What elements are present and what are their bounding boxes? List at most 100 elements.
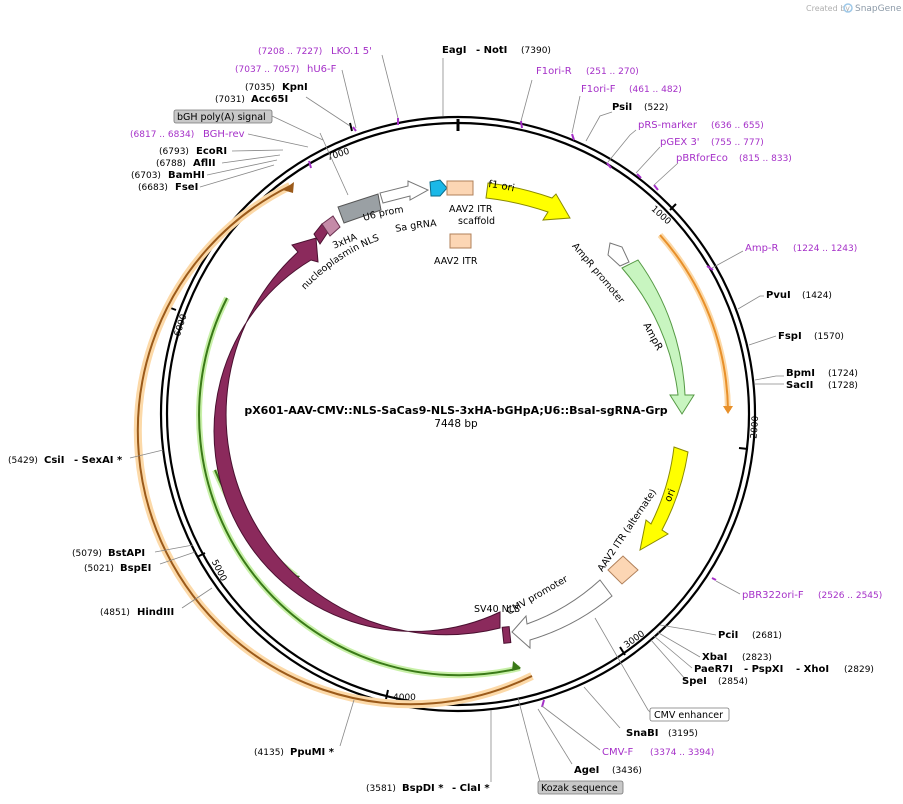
site-ecori-pos: (6793) <box>159 147 189 157</box>
site-bamhi-pos: (6703) <box>131 171 161 181</box>
feature-ampr-promoter[interactable] <box>607 242 630 267</box>
primer-prs-marker-range: (636 .. 655) <box>711 121 764 131</box>
site-agei-pos: (3436) <box>612 766 642 776</box>
site-bstapi[interactable]: BstAPI <box>108 548 145 559</box>
site-pcii[interactable]: PciI <box>718 630 738 641</box>
feature-aav2-itr-top[interactable] <box>446 180 474 196</box>
primer-prs-marker[interactable]: pRS-marker <box>638 120 698 131</box>
site-paer7i[interactable]: PaeR7I <box>694 664 733 675</box>
site-bpmi-pos: (1724) <box>828 369 858 379</box>
feature-bgh-polya[interactable] <box>337 193 382 224</box>
site-kpni[interactable]: KpnI <box>282 82 308 93</box>
site-csii[interactable]: CsiI <box>44 455 64 466</box>
snapgene-app-name: SnapGene <box>855 4 902 14</box>
kozak-label: Kozak sequence <box>541 783 618 794</box>
site-xbai-pos: (2823) <box>742 653 772 663</box>
site-acc65i[interactable]: Acc65I <box>251 94 288 105</box>
site-xhoi[interactable]: - XhoI <box>796 664 829 675</box>
site-xhoi-pos: (2829) <box>844 665 874 675</box>
site-eagi[interactable]: EagI <box>442 45 466 56</box>
site-bspei[interactable]: BspEI <box>120 563 151 574</box>
site-fsei[interactable]: FseI <box>175 182 198 193</box>
feature-u6-promoter[interactable] <box>379 180 430 204</box>
site-aflii[interactable]: AflII <box>193 158 216 169</box>
primer-f1ori-f[interactable]: F1ori-F <box>581 84 616 95</box>
primer-amp-r[interactable]: Amp-R <box>745 243 779 254</box>
site-noti[interactable]: - NotI <box>476 45 507 56</box>
site-fspi[interactable]: FspI <box>778 331 802 342</box>
feature-sv40-nls[interactable] <box>501 626 512 644</box>
aav2-itr-scaffold-tail: scaffold <box>458 216 495 227</box>
primer-pbrforeco[interactable]: pBRforEco <box>676 153 728 164</box>
site-fsei-pos: (6683) <box>138 183 168 193</box>
backbone-outer-ring <box>159 115 757 713</box>
feature-bsai-cyan[interactable] <box>429 179 448 197</box>
feature-ampr[interactable] <box>621 259 695 415</box>
site-pvui[interactable]: PvuI <box>766 290 791 301</box>
aav2-itr-inner-label: AAV2 ITR <box>434 256 478 267</box>
feature-cmv-promoter[interactable] <box>511 579 613 650</box>
primer-hu6-f[interactable]: hU6-F <box>307 64 337 75</box>
plasmid-size: 7448 bp <box>434 418 478 430</box>
site-spei[interactable]: SpeI <box>682 676 707 687</box>
labels-right: EagI - NotI (7390) F1ori-R (251 .. 270) … <box>442 45 882 795</box>
site-sacii[interactable]: SacII <box>786 380 813 391</box>
site-snabi-pos: (3195) <box>668 729 698 739</box>
site-snabi[interactable]: SnaBI <box>626 728 658 739</box>
cmv-enhancer-box[interactable] <box>649 707 730 722</box>
site-bstapi-pos: (5079) <box>72 549 102 559</box>
ori-label: ori <box>663 487 678 503</box>
primer-cmv-f[interactable]: CMV-F <box>602 747 633 758</box>
labels-left: (3581) BspDI * - ClaI * (4135) PpuMI * (… <box>8 46 490 794</box>
site-pspxi[interactable]: - PspXI <box>744 664 783 675</box>
site-eag-not-pos: (7390) <box>521 46 551 56</box>
primer-pbr322ori-f-range: (2526 .. 2545) <box>818 591 882 601</box>
site-bpmi[interactable]: BpmI <box>786 368 815 379</box>
site-clai[interactable]: - ClaI * <box>452 783 490 794</box>
site-ppumi-pos: (4135) <box>254 748 284 758</box>
ruler-1000: 1000 <box>649 204 673 227</box>
ruler-2000: 2000 <box>750 415 762 439</box>
snapgene-logo-icon <box>843 3 853 13</box>
site-agei[interactable]: AgeI <box>574 765 599 776</box>
site-bspdi[interactable]: BspDI * <box>402 783 444 794</box>
feature-3xha[interactable] <box>321 215 341 237</box>
primer-pgex3[interactable]: pGEX 3' <box>660 137 700 148</box>
ruler-3000: 3000 <box>623 629 648 651</box>
site-ecori[interactable]: EcoRI <box>196 146 227 157</box>
kozak-box[interactable] <box>537 780 624 795</box>
feature-aav2-itr-inner[interactable] <box>449 233 472 249</box>
site-hindiii-pos: (4851) <box>100 608 130 618</box>
sv40-nls-label: SV40 NLS <box>474 604 520 615</box>
feature-f1-ori[interactable] <box>485 182 571 221</box>
backbone <box>159 115 757 713</box>
primer-f1ori-r[interactable]: F1ori-R <box>536 66 572 77</box>
site-xbai[interactable]: XbaI <box>702 652 727 663</box>
primer-bgh-rev[interactable]: BGH-rev <box>203 129 245 140</box>
bgh-polya-label: bGH poly(A) signal <box>177 112 266 123</box>
feature-sacas9[interactable] <box>213 237 501 636</box>
feature-aav2-itr-alternate[interactable] <box>607 555 639 585</box>
site-aflii-pos: (6788) <box>156 159 186 169</box>
primer-pgex3-range: (755 .. 777) <box>711 138 764 148</box>
cmv-enhancer-label: CMV enhancer <box>654 710 723 721</box>
site-psii[interactable]: PsiI <box>612 102 632 113</box>
bgh-polya-box[interactable] <box>173 109 273 124</box>
site-acc65i-pos: (7031) <box>215 95 245 105</box>
site-sexai[interactable]: - SexAI * <box>74 455 123 466</box>
site-spei-pos: (2854) <box>718 677 748 687</box>
site-ppumi[interactable]: PpuMI * <box>290 747 335 758</box>
primer-cmv-f-range: (3374 .. 3394) <box>650 748 714 758</box>
primer-pbr322ori-f[interactable]: pBR322ori-F <box>742 590 804 601</box>
site-bspei-pos: (5021) <box>84 564 114 574</box>
site-hindiii[interactable]: HindIII <box>137 607 174 618</box>
primer-ticks <box>308 118 717 708</box>
site-bamhi[interactable]: BamHI <box>168 170 205 181</box>
ruler-4000: 4000 <box>393 693 416 703</box>
primer-f1ori-r-range: (251 .. 270) <box>586 67 639 77</box>
site-psii-pos: (522) <box>644 103 668 113</box>
primer-lko1[interactable]: LKO.1 5' <box>331 46 372 57</box>
aav2-itr-top-label: AAV2 ITR <box>449 204 493 215</box>
feature-ori[interactable] <box>639 446 689 551</box>
